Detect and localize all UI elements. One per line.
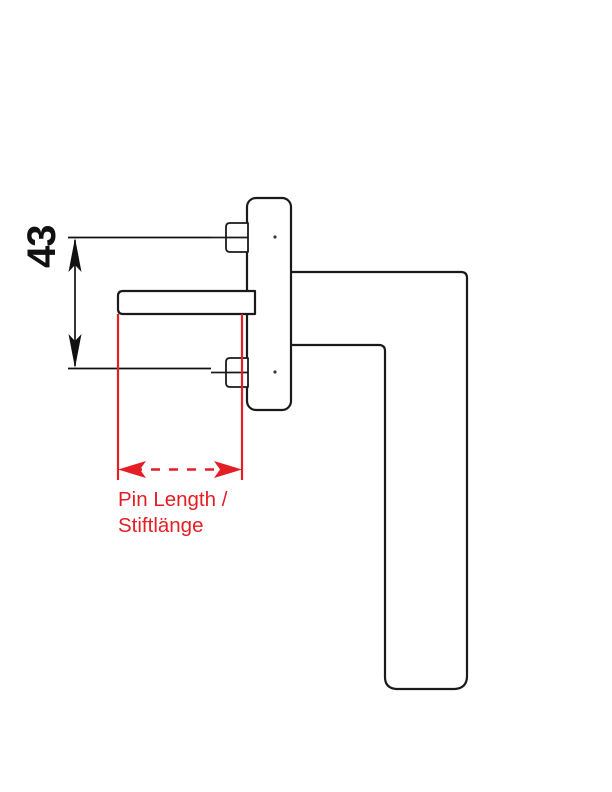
lower-screw-dot bbox=[273, 370, 277, 374]
upper-screw-dot bbox=[273, 235, 277, 239]
dim-arrow-top bbox=[68, 238, 82, 272]
dimension-label-43: 43 bbox=[20, 225, 64, 269]
pin-length-label-line-2: Stiftlänge bbox=[118, 514, 204, 538]
spindle-pin bbox=[116, 289, 257, 316]
pin-length-arrow-right bbox=[214, 461, 242, 478]
pin-length-annotation-label: Pin Length / Stiftlänge bbox=[118, 487, 227, 539]
handle-lever-outline bbox=[283, 270, 469, 691]
dim-arrow-bottom bbox=[68, 334, 82, 368]
pin-length-arrow-left bbox=[118, 461, 146, 478]
pin-length-label-line-1: Pin Length / bbox=[118, 488, 228, 511]
